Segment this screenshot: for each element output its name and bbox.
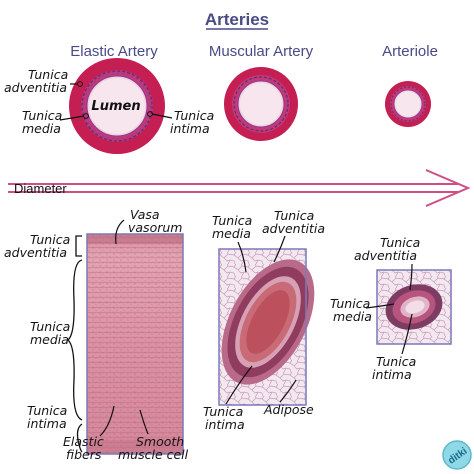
arteriole-intima-line2: intima: [372, 367, 412, 382]
vasa-vasorum-label: Vasa vasorum: [128, 207, 182, 235]
elastic-fibers-line2: fibers: [66, 447, 102, 462]
muscular-media-line1: Tunica: [212, 213, 252, 228]
smooth-muscle-line1: Smooth: [136, 434, 184, 449]
top-intima-line1: Tunica: [174, 108, 214, 123]
arteriole-adventitia-line2: adventitia: [354, 248, 417, 263]
arteriole-intima-label: Tunica intima: [372, 354, 420, 382]
muscular-artery-heading: Muscular Artery: [209, 43, 314, 60]
muscular-media-leader: [237, 241, 247, 273]
top-media-marker: [83, 113, 89, 119]
muscular-adventitia-label: Tunica adventitia: [262, 208, 325, 236]
arteriole-media-line2: media: [333, 309, 372, 324]
title: Arteries: [205, 10, 269, 29]
hist-media-line2: media: [30, 332, 69, 347]
elastic-artery-diagram: [69, 58, 165, 154]
adipose-label: Adipose: [263, 402, 314, 417]
bracket-intima: [76, 423, 83, 453]
muscular-media-line2: media: [212, 226, 251, 241]
muscular-intima-line2: intima: [205, 417, 245, 432]
elastic-fibers-leader: [99, 405, 115, 437]
hist-adventitia-label: Tunica adventitia: [4, 232, 74, 260]
hist-intima-line2: intima: [27, 416, 67, 431]
hist-intima-line1: Tunica: [27, 403, 67, 418]
top-intima-leader: [151, 113, 173, 119]
elastic-fibers-label: Elastic fibers: [63, 434, 108, 462]
muscular-media-label: Tunica media: [212, 213, 256, 241]
diameter-arrow: [8, 169, 471, 207]
muscular-adventitia-leader: [273, 235, 286, 263]
arteriole-media-leader: [365, 303, 395, 309]
hist-adventitia-line2: adventitia: [4, 245, 67, 260]
lumen-label: Lumen: [91, 99, 140, 114]
arteriole-adventitia-label: Tunica adventitia: [354, 235, 424, 263]
vasa-line2: vasorum: [128, 220, 182, 235]
muscular-adventitia-line1: Tunica: [274, 208, 314, 223]
hist-media-line1: Tunica: [30, 319, 70, 334]
ditki-logo: ditki: [442, 440, 472, 470]
arteriole-diagram: [385, 81, 431, 127]
arteriole-media-line1: Tunica: [330, 296, 370, 311]
arteriole-micrograph: [376, 269, 452, 345]
bracket-media: [67, 259, 83, 421]
muscular-artery-diagram: [224, 67, 298, 141]
elastic-fibers-line1: Elastic: [63, 434, 104, 449]
top-tunica-intima-label: Tunica intima: [170, 108, 218, 136]
top-media-leader: [59, 115, 85, 121]
top-media-line1: Tunica: [22, 108, 62, 123]
arteriole-media-label: Tunica media: [330, 296, 374, 324]
smooth-muscle-label: Smooth muscle cell: [118, 434, 189, 462]
smooth-muscle-leader: [139, 409, 149, 435]
top-tunica-media-label: Tunica media: [22, 108, 66, 136]
elastic-artery-heading: Elastic Artery: [70, 43, 158, 60]
top-adventitia-line2: adventitia: [4, 80, 67, 95]
muscular-intima-line1: Tunica: [203, 404, 243, 419]
vasa-line1: Vasa: [130, 207, 160, 222]
top-adventitia-line1: Tunica: [28, 67, 68, 82]
top-adventitia-marker: [77, 81, 83, 87]
top-tunica-adventitia-label: Tunica adventitia: [4, 67, 72, 95]
adipose-leader: [279, 379, 297, 403]
arteriole-intima-leader: [401, 313, 413, 355]
arteriole-intima-line1: Tunica: [376, 354, 416, 369]
muscular-intima-label: Tunica intima: [203, 404, 247, 432]
diameter-label: Diameter: [14, 181, 67, 196]
arteriole-adventitia-line1: Tunica: [380, 235, 420, 250]
arteriole-adventitia-leader: [409, 263, 413, 291]
muscular-adventitia-line2: adventitia: [262, 221, 325, 236]
top-media-line2: media: [22, 121, 61, 136]
hist-intima-label: Tunica intima: [27, 403, 71, 431]
top-intima-marker: [147, 111, 153, 117]
bracket-adventitia: [75, 235, 82, 257]
vasa-leader: [115, 219, 125, 245]
arteriole-heading: Arteriole: [382, 43, 438, 60]
elastic-artery-micrograph: [86, 233, 184, 455]
hist-media-label: Tunica media: [30, 319, 74, 347]
muscular-intima-leader: [225, 365, 253, 405]
top-intima-line2: intima: [170, 121, 210, 136]
muscular-artery-micrograph: [218, 248, 315, 406]
smooth-muscle-line2: muscle cell: [118, 447, 189, 462]
hist-adventitia-line1: Tunica: [30, 232, 70, 247]
